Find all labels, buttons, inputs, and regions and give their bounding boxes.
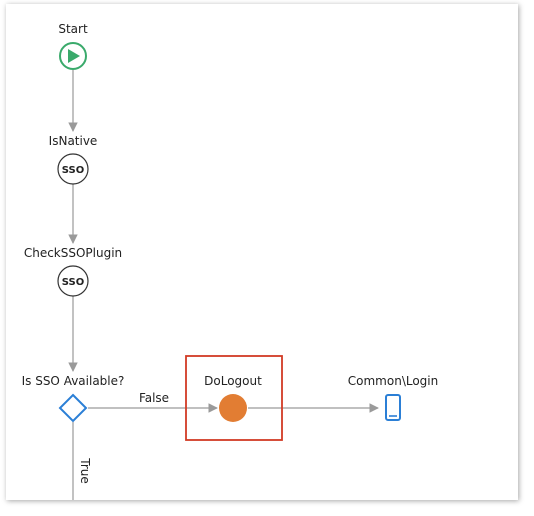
play-icon [68, 49, 80, 63]
start-node[interactable] [59, 42, 87, 70]
isnative-node[interactable]: SSO [57, 153, 89, 185]
start-label: Start [58, 22, 88, 36]
isnative-label: IsNative [49, 134, 98, 148]
flow-canvas [6, 4, 518, 500]
dologout-node[interactable] [219, 394, 247, 422]
dologout-label: DoLogout [204, 374, 262, 388]
login-node[interactable] [385, 394, 401, 421]
sso-icon: SSO [62, 277, 84, 288]
decision-node[interactable] [58, 393, 88, 423]
true-edge-label: True [78, 457, 92, 484]
checksso-label: CheckSSOPlugin [24, 246, 122, 260]
checksso-node[interactable]: SSO [57, 265, 89, 297]
sso-icon: SSO [62, 165, 84, 176]
mobile-screen-icon [385, 394, 401, 421]
login-label: Common\Login [348, 374, 438, 388]
false-edge-label: False [139, 391, 169, 405]
decision-label: Is SSO Available? [22, 374, 125, 388]
selection-box [185, 355, 283, 441]
diamond-icon [58, 393, 88, 423]
